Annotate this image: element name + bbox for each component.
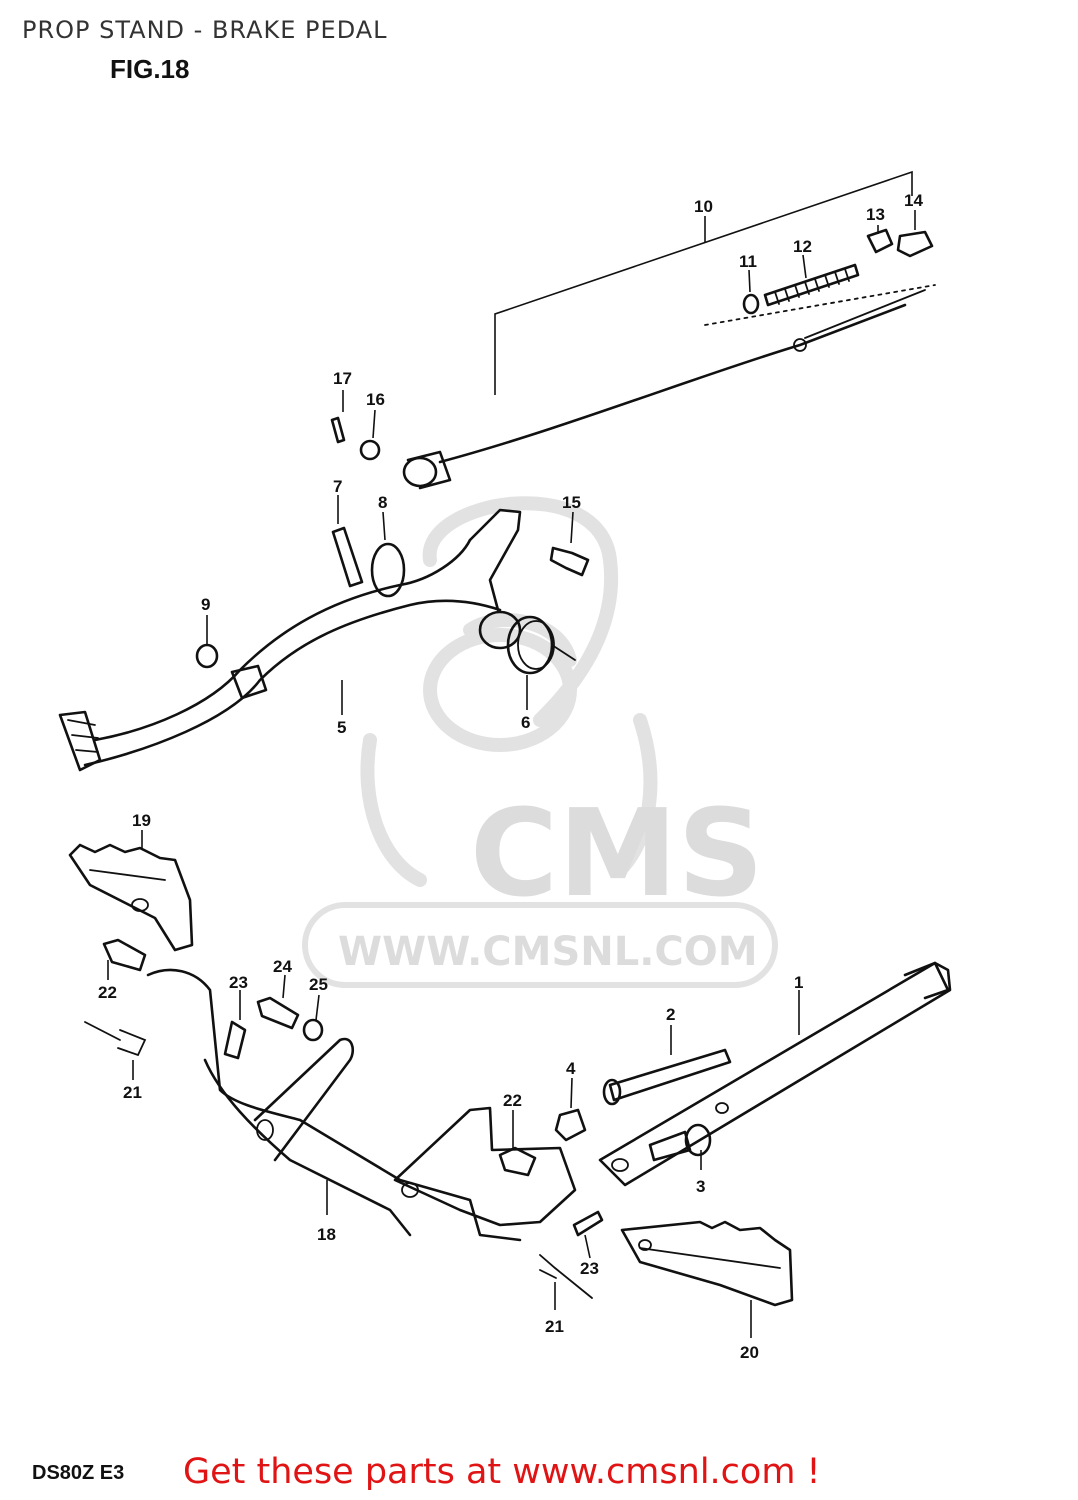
rod-nut (742, 293, 760, 315)
washer-upper (359, 439, 381, 461)
part-number-5: 5 (337, 718, 346, 737)
part-number-11: 11 (739, 252, 757, 271)
prop-stand (598, 961, 952, 1187)
part-number-22-right: 22 (503, 1091, 522, 1110)
part-number-7: 7 (333, 477, 342, 496)
mascot-watermark (360, 496, 658, 887)
part-number-22-left: 22 (98, 983, 117, 1002)
footrest-spring-left (223, 1020, 247, 1060)
part-number-25: 25 (309, 975, 328, 994)
page-title: PROP STAND - BRAKE PEDAL (22, 16, 388, 44)
part-number-3: 3 (696, 1177, 705, 1196)
rod-guide-line (704, 284, 936, 326)
part-number-24: 24 (273, 957, 292, 976)
footrest-pin-left (102, 938, 147, 972)
cotter-pin-right (539, 1254, 593, 1299)
part-number-19: 19 (132, 811, 151, 830)
rod-joint (866, 228, 894, 254)
part-number-17: 17 (333, 369, 352, 388)
part-number-15: 15 (562, 493, 581, 512)
watermark-url: WWW.CMSNL.COM (338, 929, 758, 975)
stand-bolt (256, 996, 300, 1030)
footrest-right (620, 1220, 794, 1307)
part-number-labels: 10 11 12 13 14 17 16 7 8 15 9 5 6 19 22 … (98, 191, 923, 1362)
stand-pivot-bolt (648, 1123, 712, 1162)
part-number-10: 10 (694, 197, 713, 216)
stopper-bolt (549, 546, 590, 577)
pivot-pin (331, 526, 364, 588)
cms-watermark: CMS WWW.CMSNL.COM (302, 496, 778, 988)
brake-pedal (58, 508, 522, 772)
get-parts-link[interactable]: Get these parts at www.cmsnl.com ! (183, 1452, 821, 1492)
footrest-bracket (146, 968, 577, 1242)
footrest-left (68, 843, 194, 952)
part-number-8: 8 (378, 493, 387, 512)
cotter-pin-left (84, 1021, 147, 1057)
stand-pin (602, 1048, 732, 1106)
footrest-pin-right (498, 1146, 537, 1177)
brake-rod (402, 289, 926, 490)
pivot-cap (195, 643, 219, 669)
leader-lines (107, 210, 916, 1338)
stand-nut-4 (554, 1108, 587, 1142)
part-number-2: 2 (666, 1005, 675, 1024)
part-number-12: 12 (793, 237, 812, 256)
model-code: DS80Z E3 (32, 1462, 125, 1484)
return-spring (506, 615, 576, 675)
part-number-18: 18 (317, 1225, 336, 1244)
part-number-6: 6 (521, 713, 530, 732)
watermark-banner (302, 902, 778, 988)
cotter-pin-upper (330, 416, 346, 444)
part-number-14: 14 (904, 191, 923, 210)
adjust-nut (896, 230, 934, 258)
part-number-23-right: 23 (580, 1259, 599, 1278)
watermark-brand: CMS (470, 785, 764, 924)
part-number-21-left: 21 (123, 1083, 142, 1102)
figure-label: FIG.18 (110, 54, 190, 84)
part-number-13: 13 (866, 205, 885, 224)
part-number-1: 1 (794, 973, 803, 992)
part-number-4: 4 (566, 1059, 576, 1078)
brake-rod-assembly-bracket (494, 170, 913, 395)
part-number-20: 20 (740, 1343, 759, 1362)
part-number-23-left: 23 (229, 973, 248, 992)
part-number-9: 9 (201, 595, 210, 614)
footrest-spring-right (572, 1210, 604, 1237)
part-number-21-right: 21 (545, 1317, 564, 1336)
parts-diagram: CMS WWW.CMSNL.COM (58, 170, 952, 1362)
pivot-washer (370, 542, 406, 598)
stand-nut (302, 1018, 324, 1042)
rod-spring (763, 263, 860, 307)
part-number-16: 16 (366, 390, 385, 409)
